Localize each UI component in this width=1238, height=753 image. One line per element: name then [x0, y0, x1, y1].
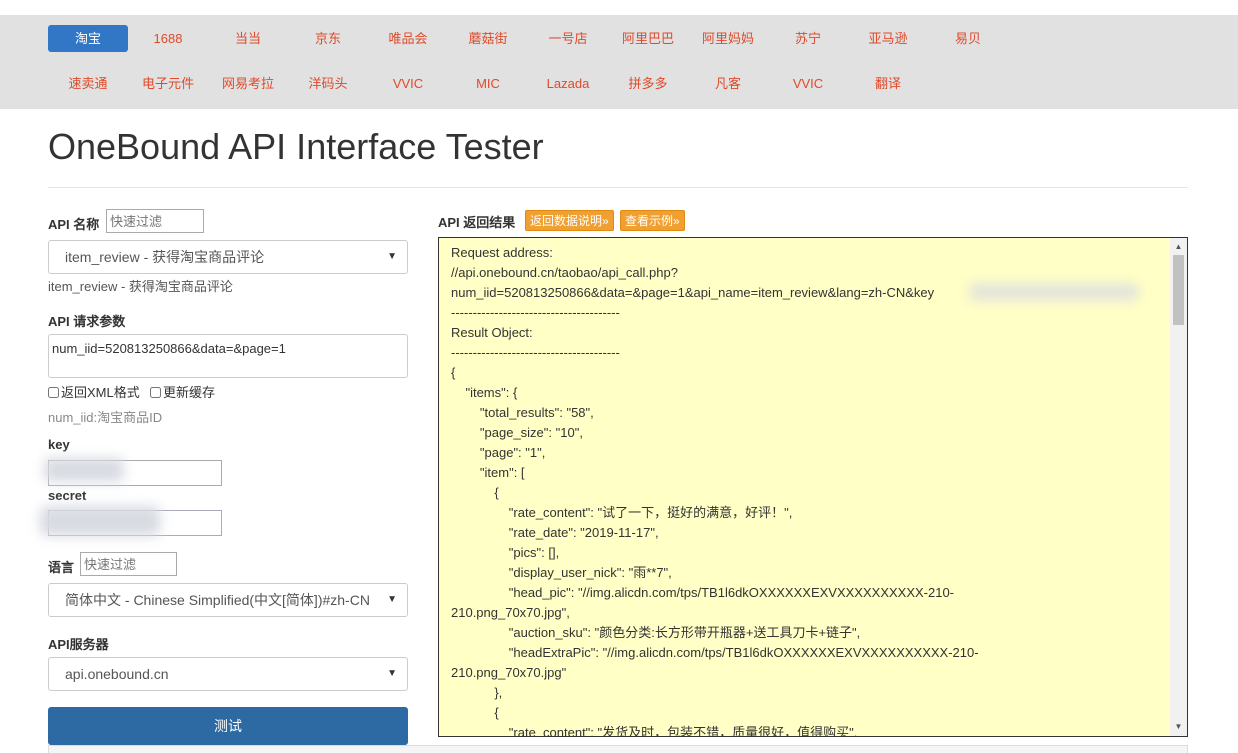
- nav-item[interactable]: 一号店: [548, 31, 588, 46]
- nav-item[interactable]: MIC: [476, 76, 500, 91]
- result-line: "rate_content": "发货及时，包装不错，质量很好，值得购买",: [451, 725, 858, 737]
- result-line: {: [451, 705, 499, 720]
- redacted-key-value: [969, 283, 1139, 301]
- result-line: "page_size": "10",: [451, 425, 583, 440]
- view-example-button[interactable]: 查看示例»: [620, 210, 685, 231]
- language-label: 语言: [48, 560, 75, 575]
- result-line: {: [451, 365, 456, 380]
- result-line: "page": "1",: [451, 445, 546, 460]
- param-hint: num_iid:淘宝商品ID: [48, 410, 163, 425]
- nav-item[interactable]: 翻译: [874, 76, 901, 91]
- result-line: ---------------------------------------: [451, 345, 620, 360]
- language-select[interactable]: 简体中文 - Chinese Simplified(中文[简体])#zh-CN …: [48, 583, 408, 617]
- key-label: key: [48, 437, 70, 452]
- result-line: num_iid=520813250866&data=&page=1&api_na…: [451, 285, 935, 300]
- result-line: Request address:: [451, 245, 553, 260]
- xml-format-label: 返回XML格式: [61, 385, 140, 400]
- nav-item[interactable]: 京东: [314, 31, 341, 46]
- nav-item[interactable]: 拼多多: [628, 76, 668, 91]
- result-line: "items": {: [451, 385, 518, 400]
- result-line: Result Object:: [451, 325, 533, 340]
- result-line: "total_results": "58",: [451, 405, 594, 420]
- api-name-label: API 名称: [48, 217, 100, 232]
- page-title: OneBound API Interface Tester: [48, 126, 544, 167]
- server-select[interactable]: api.onebound.cn ▼: [48, 657, 408, 691]
- params-label: API 请求参数: [48, 314, 126, 329]
- refresh-cache-checkbox[interactable]: 更新缓存: [150, 382, 215, 401]
- result-line: 210.png_70x70.jpg",: [451, 605, 570, 620]
- result-text: Request address: //api.onebound.cn/taobao…: [451, 243, 1151, 737]
- nav-item[interactable]: 洋码头: [308, 76, 348, 91]
- scroll-down-arrow-icon[interactable]: ▼: [1174, 722, 1183, 731]
- result-line: "rate_content": "试了一下，挺好的满意，好评！",: [451, 505, 793, 520]
- result-line: "rate_date": "2019-11-17",: [451, 525, 659, 540]
- nav-item[interactable]: VVIC: [792, 76, 824, 91]
- nav-item[interactable]: 苏宁: [794, 31, 821, 46]
- chevron-down-icon: ▼: [387, 251, 397, 262]
- nav-item[interactable]: 速卖通: [68, 76, 108, 91]
- api-filter-input[interactable]: [106, 209, 204, 233]
- result-line: },: [451, 685, 503, 700]
- xml-format-checkbox-input[interactable]: [48, 387, 59, 398]
- language-select-value: 简体中文 - Chinese Simplified(中文[简体])#zh-CN: [65, 592, 370, 608]
- result-line: ---------------------------------------: [451, 305, 620, 320]
- nav-item[interactable]: 亚马逊: [868, 31, 908, 46]
- redacted-secret: [40, 506, 160, 536]
- params-textarea[interactable]: [48, 334, 408, 378]
- nav-item[interactable]: 当当: [234, 31, 261, 46]
- result-line: "head_pic": "//img.alicdn.com/tps/TB1l6d…: [451, 585, 955, 600]
- xml-format-checkbox[interactable]: 返回XML格式: [48, 382, 140, 401]
- result-line: "headExtraPic": "//img.alicdn.com/tps/TB…: [451, 645, 979, 660]
- language-filter-input[interactable]: [80, 552, 177, 576]
- server-select-value: api.onebound.cn: [65, 666, 169, 682]
- result-line: "item": [: [451, 465, 525, 480]
- scroll-up-arrow-icon[interactable]: ▲: [1174, 242, 1183, 251]
- api-description: item_review - 获得淘宝商品评论: [48, 279, 233, 294]
- api-select-value: item_review - 获得淘宝商品评论: [65, 249, 265, 265]
- secret-label: secret: [48, 488, 87, 503]
- result-line: {: [451, 485, 499, 500]
- nav-item[interactable]: 凡客: [714, 76, 741, 91]
- nav-item[interactable]: 电子元件: [141, 76, 194, 91]
- nav-item[interactable]: 蘑菇街: [468, 31, 508, 46]
- result-panel[interactable]: Request address: //api.onebound.cn/taobao…: [438, 237, 1188, 737]
- top-nav: 淘宝 1688 当当 京东 唯品会 蘑菇街 一号店 阿里巴巴 阿里妈妈 苏宁 亚马逊 易贝 速卖通 电子…: [0, 15, 1238, 109]
- redacted-key: [44, 458, 124, 482]
- nav-item[interactable]: 易贝: [954, 31, 981, 46]
- response-doc-button[interactable]: 返回数据说明»: [525, 210, 614, 231]
- nav-item[interactable]: 淘宝: [48, 25, 128, 52]
- server-label: API服务器: [48, 637, 109, 652]
- refresh-cache-checkbox-input[interactable]: [150, 387, 161, 398]
- bottom-panel-edge: [48, 745, 1188, 753]
- nav-item[interactable]: 网易考拉: [221, 76, 274, 91]
- api-select[interactable]: item_review - 获得淘宝商品评论 ▼: [48, 240, 408, 274]
- chevron-down-icon: ▼: [387, 594, 397, 605]
- nav-item[interactable]: VVIC: [392, 76, 424, 91]
- result-label: API 返回结果: [438, 215, 516, 230]
- refresh-cache-label: 更新缓存: [163, 385, 216, 400]
- nav-item[interactable]: 阿里妈妈: [701, 31, 754, 46]
- test-button[interactable]: 测试: [48, 707, 408, 745]
- divider: [48, 187, 1188, 188]
- nav-item[interactable]: 1688: [153, 31, 183, 46]
- result-line: "auction_sku": "颜色分类:长方形带开瓶器+送工具刀卡+链子",: [451, 625, 861, 640]
- result-line: "display_user_nick": "雨**7",: [451, 565, 672, 580]
- nav-item[interactable]: 阿里巴巴: [621, 31, 674, 46]
- result-line: 210.png_70x70.jpg": [451, 665, 567, 680]
- scrollbar-thumb[interactable]: [1173, 255, 1184, 325]
- scrollbar[interactable]: ▲ ▼: [1170, 238, 1187, 736]
- result-line: //api.onebound.cn/taobao/api_call.php?: [451, 265, 678, 280]
- nav-item[interactable]: 唯品会: [388, 31, 428, 46]
- nav-item[interactable]: Lazada: [546, 76, 590, 91]
- chevron-down-icon: ▼: [387, 668, 397, 679]
- result-line: "pics": [],: [451, 545, 560, 560]
